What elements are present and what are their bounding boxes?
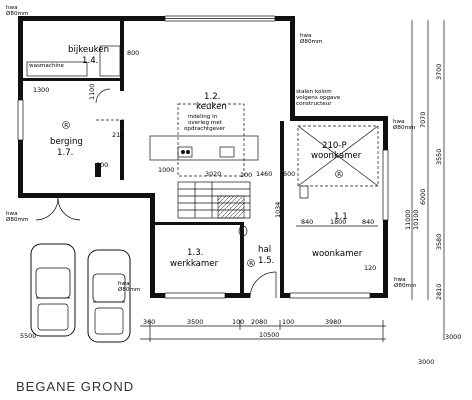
dim-210: 210 — [112, 131, 124, 139]
dim-bottom-100b: 100 — [282, 318, 294, 326]
fixtures — [26, 45, 379, 299]
dim-840-a: 840 — [301, 218, 313, 226]
hwa-4-label: hwa — [6, 211, 18, 217]
room-labels: bijkeuken 1.4. wasmachine 1.2. keuken in… — [29, 45, 363, 269]
dim-600: 600 — [283, 170, 295, 178]
label-woonkamer-num: 1.1 — [334, 212, 348, 222]
dim-bottom-360: 360 — [143, 318, 155, 326]
symbol-r-berging: R — [64, 123, 68, 129]
label-woonkamer-top-num: 210-P — [322, 141, 347, 151]
dim-100: 100 — [240, 171, 252, 179]
hwa-5-size: Ø80mm — [118, 286, 140, 293]
windows — [17, 15, 389, 299]
symbol-r-hal: R — [249, 261, 253, 267]
dim-v-10100: 10100 — [412, 210, 420, 230]
keuken-note-2: overleg met — [188, 120, 223, 126]
staal-note-1: stalen kolom — [296, 89, 332, 95]
dim-v-7070: 7070 — [419, 112, 427, 128]
dim-bottom-3980: 3980 — [325, 318, 341, 326]
drawing-title: BEGANE GROND — [16, 379, 134, 394]
dim-v-11000: 11000 — [404, 210, 412, 230]
dim-bottom-3000-right: 3000 — [445, 333, 461, 341]
label-hal: hal — [258, 245, 271, 255]
hwa-2-label: hwa — [300, 33, 312, 39]
dim-1100: 1100 — [88, 84, 96, 100]
dim-bottom-3000: 3000 — [418, 358, 434, 366]
staal-note-2: volgens opgave — [296, 95, 341, 101]
bottom-dimensions: 360 3500 100 2080 100 3980 10500 5500 30… — [20, 318, 461, 366]
car-right — [87, 249, 131, 343]
label-hal-num: 1.5. — [258, 256, 274, 266]
interior-dimensions: 800 1300 1100 210 800 1000 3020 1460 600… — [33, 49, 376, 272]
dim-v-6000: 6000 — [419, 189, 427, 205]
hwa-1-size: Ø80mm — [6, 10, 28, 17]
dim-1034: 1034 — [274, 202, 282, 218]
dim-bottom-100a: 100 — [232, 318, 244, 326]
dim-120: 120 — [364, 264, 376, 272]
dim-1800: 1800 — [330, 218, 346, 226]
car-left — [30, 243, 76, 337]
staal-note-3: constructeur — [296, 101, 332, 107]
hwa-5-label: hwa — [118, 281, 130, 287]
dim-bottom-3500: 3500 — [187, 318, 203, 326]
hwa-3-size: Ø80mm — [393, 124, 415, 131]
label-keuken: keuken — [196, 102, 227, 112]
right-dimensions: 3700 3550 3580 2810 6000 11000 10100 707… — [404, 20, 445, 340]
label-bijkeuken-num: 1.4. — [82, 56, 98, 66]
label-woonkamer: woonkamer — [312, 249, 363, 259]
label-werkkamer-num: 1.3. — [187, 248, 203, 258]
dim-1460: 1460 — [256, 170, 272, 178]
symbol-r-woonkamer: R — [337, 172, 341, 178]
label-berging: berging — [50, 137, 83, 147]
keuken-note-1: indeling in — [188, 114, 218, 120]
dim-v-3550: 3550 — [435, 149, 443, 165]
dim-800: 800 — [127, 49, 139, 57]
dim-v-3700: 3700 — [435, 64, 443, 80]
hwa-6-label: hwa — [394, 277, 406, 283]
dim-1300: 1300 — [33, 86, 49, 94]
dim-v-2810: 2810 — [435, 284, 443, 300]
dim-bottom-10500: 10500 — [259, 331, 279, 339]
dim-3020: 3020 — [205, 170, 221, 178]
dim-840-b: 840 — [362, 218, 374, 226]
label-keuken-num: 1.2. — [204, 92, 220, 102]
hwa-3-label: hwa — [393, 119, 405, 125]
label-bijkeuken: bijkeuken — [68, 45, 109, 55]
notes: hwa Ø80mm hwa Ø80mm stalen kolom volgens… — [6, 5, 416, 293]
dim-left-5500: 5500 — [20, 332, 36, 340]
label-wasmachine: wasmachine — [29, 63, 65, 69]
hwa-1-label: hwa — [6, 5, 18, 11]
label-berging-num: 1.7. — [57, 148, 73, 158]
label-woonkamer-top: woonkamer — [311, 151, 362, 161]
hwa-2-size: Ø80mm — [300, 38, 322, 45]
keuken-note-3: opdrachtgever — [184, 126, 226, 132]
dim-800-b: 800 — [96, 161, 108, 169]
dim-v-3580: 3580 — [435, 234, 443, 250]
dim-1000: 1000 — [158, 166, 174, 174]
hwa-4-size: Ø80mm — [6, 216, 28, 223]
dim-bottom-2080: 2080 — [251, 318, 267, 326]
hwa-6-size: Ø80mm — [394, 282, 416, 289]
label-werkkamer: werkkamer — [170, 259, 219, 269]
